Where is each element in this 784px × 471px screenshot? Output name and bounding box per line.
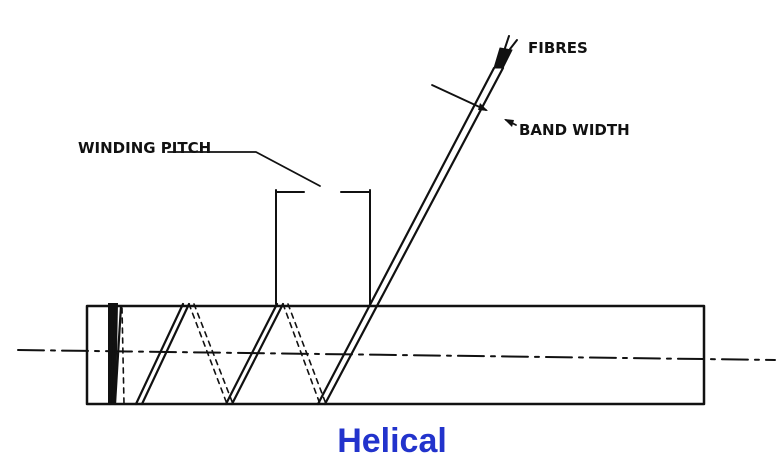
fibre-bundle [493,47,513,69]
winding-pitch-leader [167,151,321,187]
back-helical-bands [121,303,327,405]
fibre-strand-left [504,35,510,49]
fibres-label: FIBRES [528,39,588,57]
fibre-strand-right [509,39,518,50]
incoming-fibre-band-right-edge [323,66,505,406]
band-width-tick-left [431,84,487,111]
winding-pitch-label: WINDING PITCH [78,139,211,157]
band-width-label: BAND WIDTH [519,121,630,139]
diagram-caption: Helical [337,422,447,460]
incoming-fibre-band-left-edge [316,66,496,406]
front-helical-bands [108,302,285,406]
mandrel-centerline [17,349,776,361]
diagram-drawing: FIBRES BAND WIDTH WINDING PITCH [17,35,776,406]
mandrel-cylinder [85,304,706,406]
band-width-arrow-left [478,103,488,111]
band-width-arrow-right [504,119,514,127]
